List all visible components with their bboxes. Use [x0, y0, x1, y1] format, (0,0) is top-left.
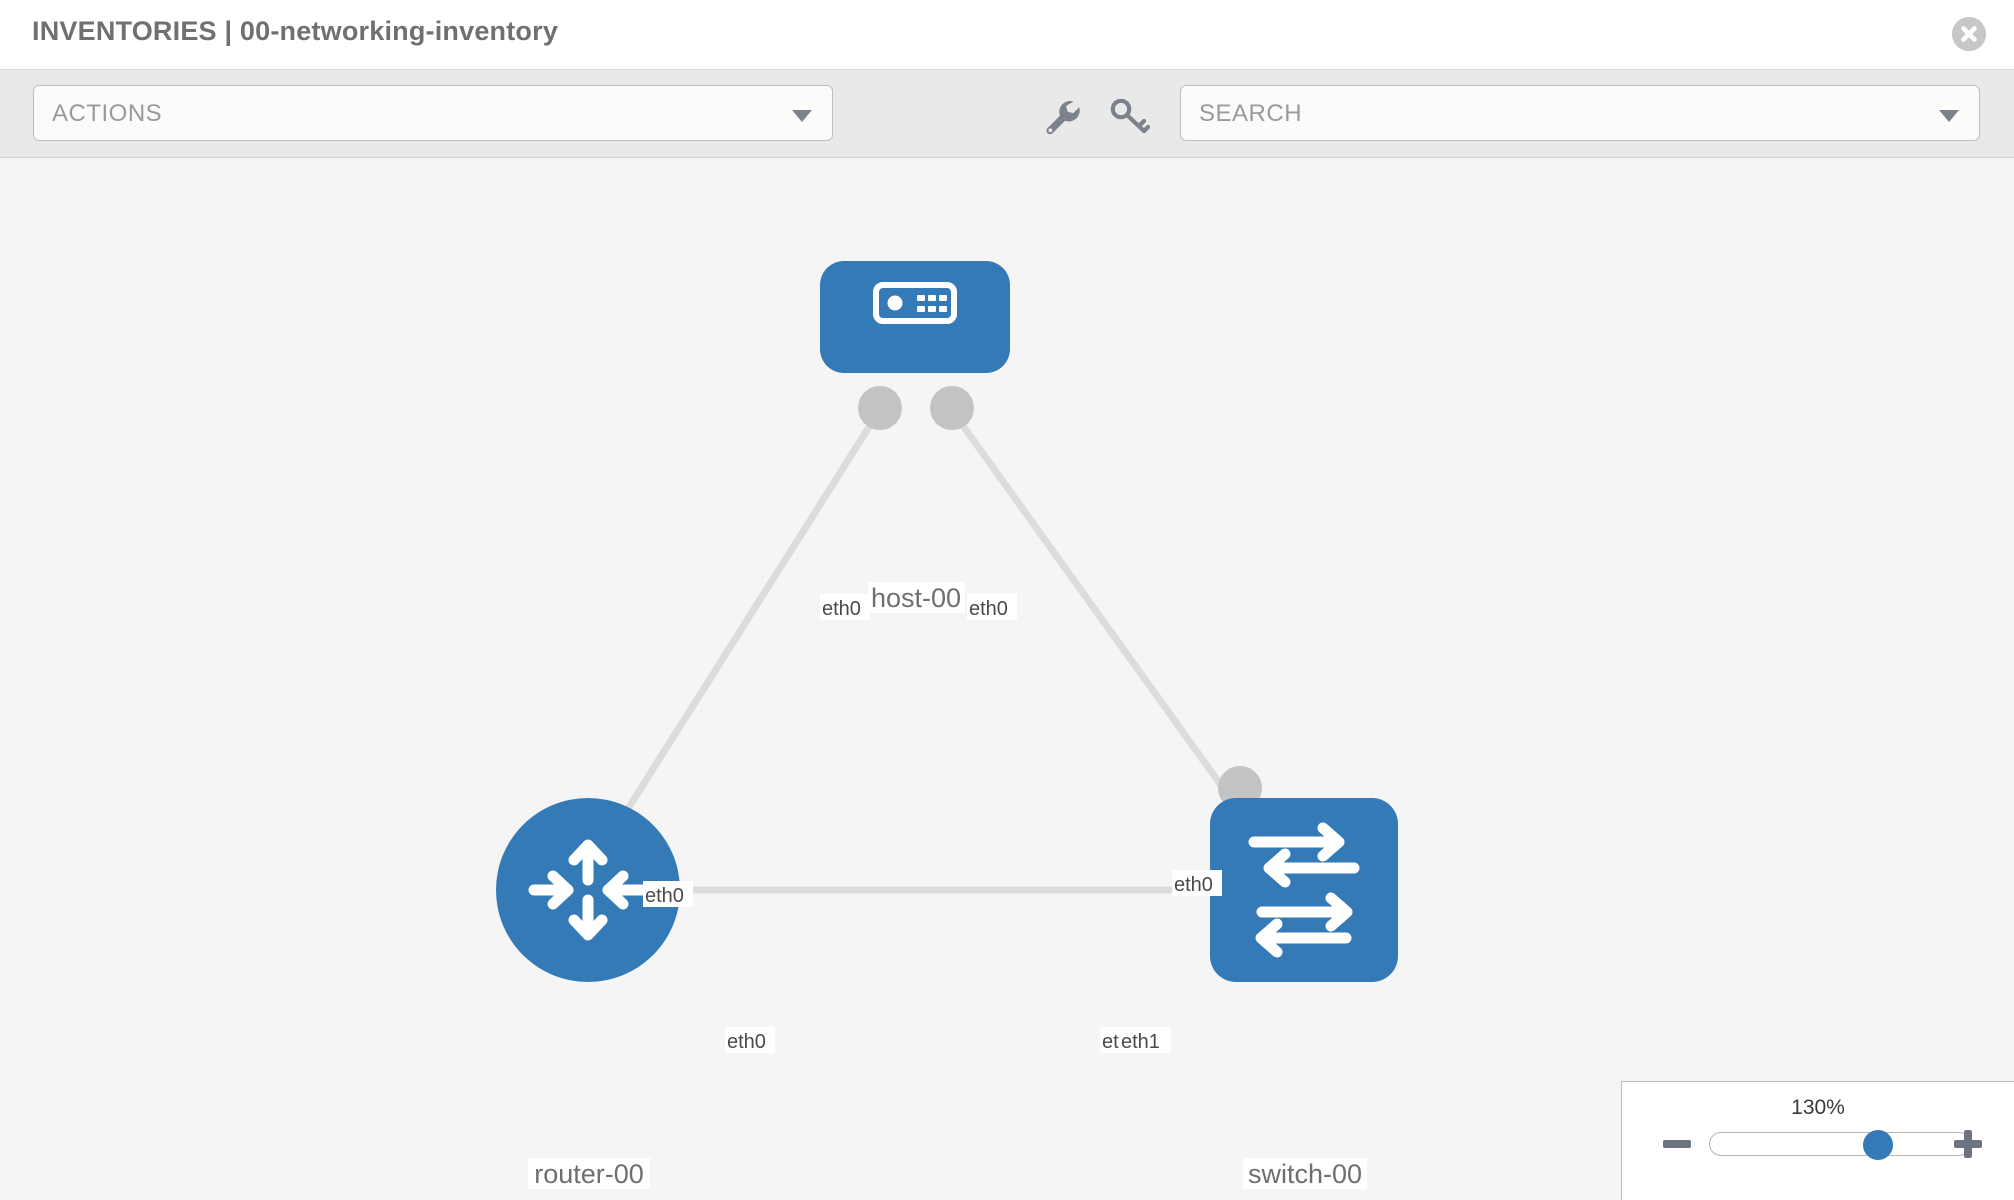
- if-label-switch-up: eth0: [1174, 874, 1213, 896]
- if-label-switch-left: eth1: [1121, 1031, 1160, 1053]
- actions-dropdown[interactable]: ACTIONS: [33, 85, 833, 141]
- search-input[interactable]: SEARCH: [1180, 85, 1980, 141]
- if-label-router-right: eth0: [727, 1031, 766, 1053]
- close-icon[interactable]: [1952, 17, 1986, 51]
- host-node-body[interactable]: [820, 261, 1010, 373]
- link-layer: [609, 413, 1262, 894]
- port-host-right[interactable]: [930, 386, 974, 430]
- node-label-host: host-00: [871, 583, 961, 613]
- zoom-slider-thumb[interactable]: [1863, 1130, 1893, 1160]
- port-host-left[interactable]: [858, 386, 902, 430]
- actions-dropdown-label: ACTIONS: [52, 100, 163, 127]
- chevron-down-icon: [1939, 110, 1959, 122]
- node-label-switch: switch-00: [1248, 1159, 1362, 1189]
- switch-node-body[interactable]: [1210, 798, 1398, 982]
- wrench-icon[interactable]: [1040, 96, 1084, 136]
- node-label-layer: host-00 router-00 switch-00: [528, 582, 1367, 1189]
- zoom-out-button[interactable]: [1663, 1140, 1691, 1148]
- router-node-body[interactable]: [496, 798, 680, 982]
- key-icon[interactable]: [1108, 96, 1152, 136]
- if-label-router-up: eth0: [645, 885, 684, 907]
- node-switch-00[interactable]: [1210, 798, 1398, 982]
- zoom-slider-track[interactable]: [1709, 1132, 1971, 1156]
- if-label-host-right: eth0: [969, 598, 1008, 620]
- page-header: INVENTORIES | 00-networking-inventory: [0, 0, 2014, 70]
- node-host-00[interactable]: [820, 261, 1010, 373]
- node-label-router: router-00: [534, 1159, 644, 1189]
- router-icon: [528, 839, 648, 941]
- toolbar: ACTIONS SEARCH: [0, 70, 2014, 158]
- if-label-host-left: eth0: [822, 598, 861, 620]
- node-router-00[interactable]: [496, 798, 680, 982]
- server-icon: [873, 282, 957, 324]
- chevron-down-icon: [792, 110, 812, 122]
- topology-canvas[interactable]: host-00 router-00 switch-00 eth0 eth0 et…: [0, 158, 2014, 1200]
- zoom-level-label: 130%: [1791, 1096, 1845, 1119]
- zoom-control-panel: 130%: [1621, 1081, 2014, 1200]
- interface-label-layer: eth0 eth0 eth0 eth0 eth0 eth0 eth1: [643, 594, 1222, 1053]
- link-host-router[interactable]: [609, 414, 879, 836]
- link-host-switch[interactable]: [953, 413, 1259, 837]
- page-title: INVENTORIES | 00-networking-inventory: [32, 16, 559, 46]
- switch-icon: [1248, 822, 1360, 958]
- zoom-in-button[interactable]: [1954, 1130, 1982, 1158]
- search-placeholder: SEARCH: [1199, 100, 1303, 127]
- port-layer: [584, 386, 1266, 912]
